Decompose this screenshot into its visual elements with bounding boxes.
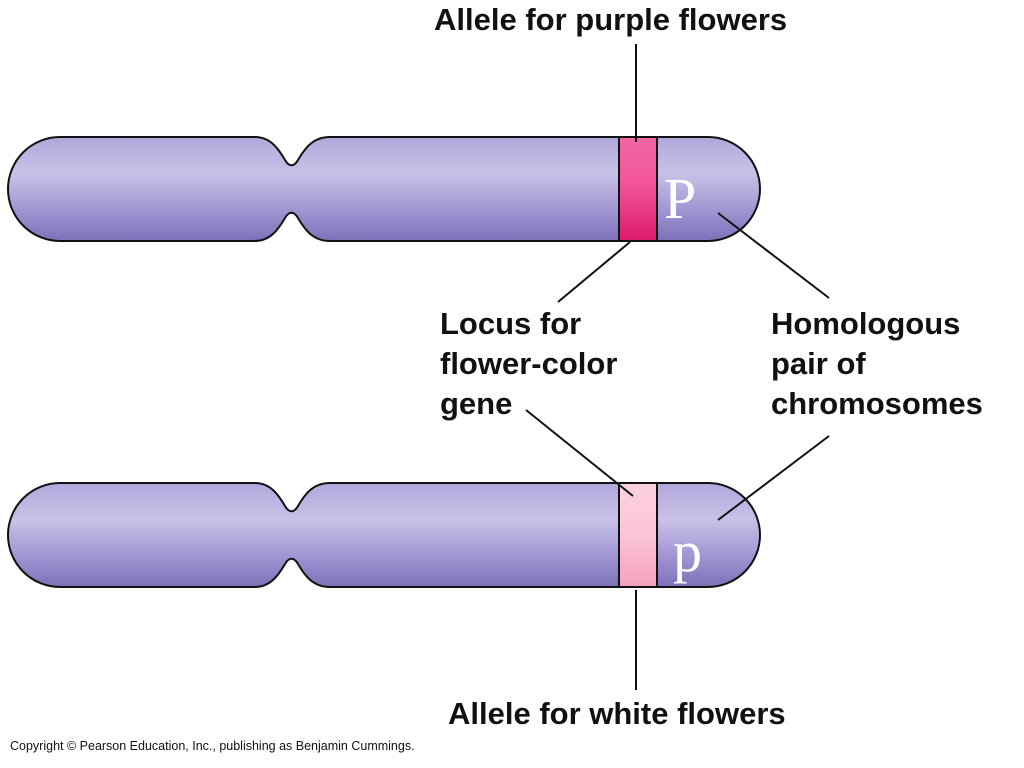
leader-line-homologous-bottom <box>717 435 830 521</box>
copyright-notice: Copyright © Pearson Education, Inc., pub… <box>10 739 415 753</box>
allele-purple-label: Allele for purple flowers <box>434 2 788 37</box>
allele-white-label: Allele for white flowers <box>448 696 786 731</box>
homologous-pair-label: Homologous pair of chromosomes <box>771 304 983 424</box>
locus-label: Locus for flower-color gene <box>440 304 617 424</box>
locus-label-line: Locus for <box>440 306 582 341</box>
homologous-label-line: pair of <box>771 346 866 381</box>
homologous-label-line: chromosomes <box>771 386 983 421</box>
purple-allele-band <box>619 137 657 241</box>
white-allele-band <box>619 483 657 587</box>
chromosome-top-body <box>8 137 760 241</box>
locus-label-line: gene <box>440 386 513 421</box>
locus-label-line: flower-color <box>440 346 618 381</box>
leader-line-homologous-top <box>717 212 830 299</box>
leader-line-locus-bottom <box>525 409 634 497</box>
recessive-allele-letter: p <box>673 519 702 584</box>
dominant-allele-letter: P <box>664 166 697 231</box>
chromosome-bottom-body <box>8 483 760 587</box>
leader-line-locus-top <box>557 241 631 303</box>
chromosome-bottom <box>7 482 761 588</box>
homologous-label-line: Homologous <box>771 306 961 341</box>
chromosome-top <box>7 136 761 242</box>
